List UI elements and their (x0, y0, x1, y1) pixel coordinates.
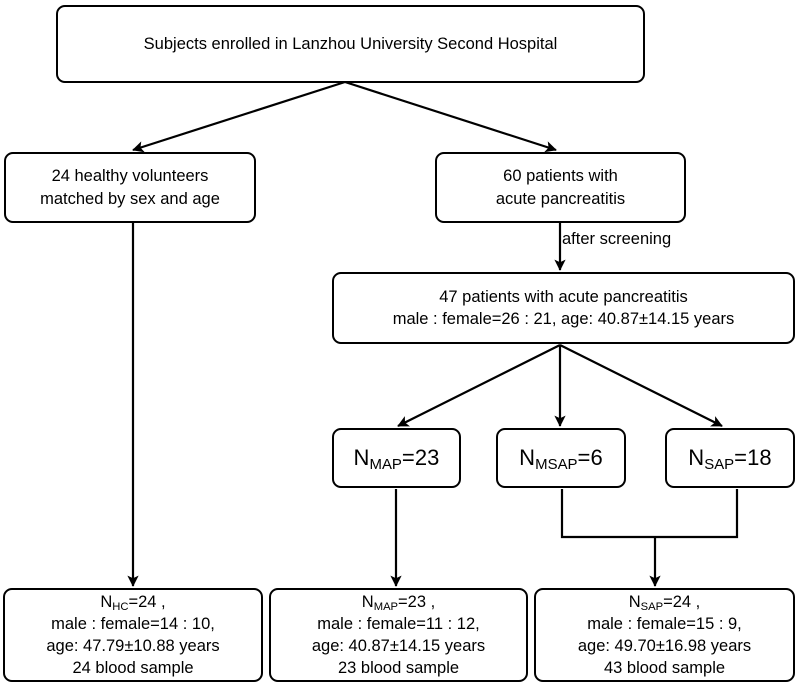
outcome-hc-line-4: 24 blood sample (72, 659, 194, 678)
ap47-line-1: 47 patients with acute pancreatitis (439, 287, 688, 306)
outcome-map-line-4: 23 blood sample (337, 659, 460, 678)
root-enrollment-box: Subjects enrolled in Lanzhou University … (56, 5, 645, 83)
outcome-hc-line-2: male : female=14 : 10, (51, 614, 215, 633)
acute-pancreatitis-47-box: 47 patients with acute pancreatitis male… (332, 272, 795, 344)
edge-sap-drop (655, 489, 739, 539)
ap47-line-2: male : female=26 : 21, age: 40.87±14.15 … (392, 310, 735, 328)
ap60-line-2: acute pancreatitis (495, 189, 626, 208)
outcome-hc-count: NHC=24 , (100, 592, 166, 613)
acute-pancreatitis-60-box: 60 patients with acute pancreatitis (435, 152, 686, 223)
healthy-volunteers-box: 24 healthy volunteers matched by sex and… (4, 152, 256, 223)
ap60-line-1: 60 patients with (503, 167, 618, 186)
edge-root-to-healthy (132, 80, 346, 153)
outcome-sap-box: NSAP=24 , male : female=15 : 9, age: 49.… (534, 588, 795, 682)
healthy-volunteers-line-2: matched by sex and age (40, 189, 220, 208)
edge-label-after-screening: after screening (562, 230, 672, 248)
outcome-sap-line-4: 43 blood sample (603, 659, 726, 678)
outcome-map-count: NMAP=23 , (361, 592, 436, 613)
outcome-sap-line-3: age: 49.70±16.98 years (577, 637, 752, 655)
outcome-sap-line-2: male : female=15 : 9, (587, 614, 742, 633)
n-msap-box: NMSAP=6 (496, 428, 626, 488)
root-enrollment-line-1: Subjects enrolled in Lanzhou University … (143, 34, 558, 53)
outcome-hc-box: NHC=24 , male : female=14 : 10, age: 47.… (3, 588, 263, 682)
n-sap-box: NSAP=18 (665, 428, 795, 488)
n-msap-label: NMSAP=6 (519, 444, 603, 473)
outcome-map-line-2: male : female=11 : 12, (317, 614, 480, 633)
edge-msap-drop (560, 489, 655, 539)
edge-ap47-to-sap (559, 344, 723, 427)
edge-root-to-ap60 (344, 80, 557, 153)
n-sap-label: NSAP=18 (688, 444, 772, 473)
n-map-box: NMAP=23 (332, 428, 461, 488)
healthy-volunteers-line-1: 24 healthy volunteers (51, 167, 209, 186)
edge-ap47-to-map (397, 344, 561, 427)
outcome-map-box: NMAP=23 , male : female=11 : 12, age: 40… (269, 588, 528, 682)
n-map-label: NMAP=23 (353, 444, 440, 473)
outcome-hc-line-3: age: 47.79±10.88 years (46, 637, 220, 655)
outcome-map-line-3: age: 40.87±14.15 years (311, 637, 486, 655)
outcome-sap-count: NSAP=24 , (628, 592, 701, 613)
